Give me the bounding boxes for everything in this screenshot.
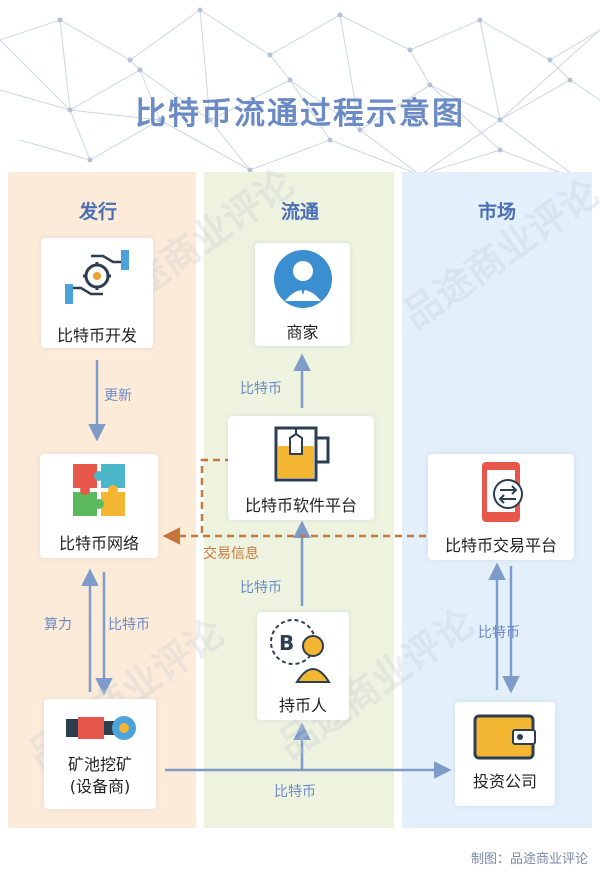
arrow-label-bitcoin-holder-software: 比特币 (240, 580, 282, 596)
node-label: 投资公司 (472, 772, 537, 791)
puzzle-icon (73, 464, 125, 516)
node-exchange-platform: 比特币交易平台 (428, 454, 574, 560)
arrow-label-bitcoin-network-miner: 比特币 (108, 617, 150, 633)
arrow-label-bitcoin-miner-invest: 比特币 (274, 784, 316, 800)
column-title-issue: 发行 (78, 201, 117, 223)
arrow-label-bitcoin-exchange-invest: 比特币 (478, 625, 520, 641)
mug-wallet-icon (274, 426, 330, 482)
node-label-line1: 矿池挖矿 (67, 755, 132, 774)
node-label-line2: (设备商) (69, 777, 131, 796)
node-label: 持币人 (278, 696, 327, 715)
node-mining-pool: 矿池挖矿 (设备商) (44, 699, 156, 809)
node-label: 商家 (286, 323, 319, 342)
node-label: 比特币开发 (56, 326, 137, 345)
wallet-icon (473, 714, 536, 760)
arrow-label-hashpower: 算力 (44, 617, 72, 633)
node-merchant: 商家 (255, 243, 350, 346)
coin-holder-icon: B (270, 619, 331, 683)
node-holder: B 持币人 (257, 612, 349, 720)
node-investment-company: 投资公司 (455, 702, 555, 806)
footer-credit: 制图：品途商业评论 (470, 852, 588, 867)
gear-hands-icon (65, 250, 129, 304)
trade-info-line-software (200, 458, 268, 536)
node-label: 比特币交易平台 (444, 536, 557, 555)
arrow-label-bitcoin-software-merchant: 比特币 (240, 381, 282, 397)
svg-text:B: B (279, 631, 294, 655)
node-software-platform: 比特币软件平台 (228, 416, 374, 520)
arrow-label-trade-info: 交易信息 (203, 546, 259, 562)
page-title: 比特币流通过程示意图 (135, 96, 465, 132)
node-label: 比特币网络 (58, 534, 139, 553)
mining-machine-icon (66, 716, 136, 740)
node-label: 比特币软件平台 (244, 496, 357, 515)
node-bitcoin-dev: 比特币开发 (41, 238, 153, 348)
phone-exchange-icon (482, 462, 523, 522)
arrow-label-update: 更新 (104, 388, 132, 404)
column-title-circulation: 流通 (280, 201, 319, 223)
merchant-avatar-icon (274, 250, 332, 308)
column-title-market: 市场 (477, 201, 516, 223)
node-bitcoin-network: 比特币网络 (40, 454, 158, 558)
